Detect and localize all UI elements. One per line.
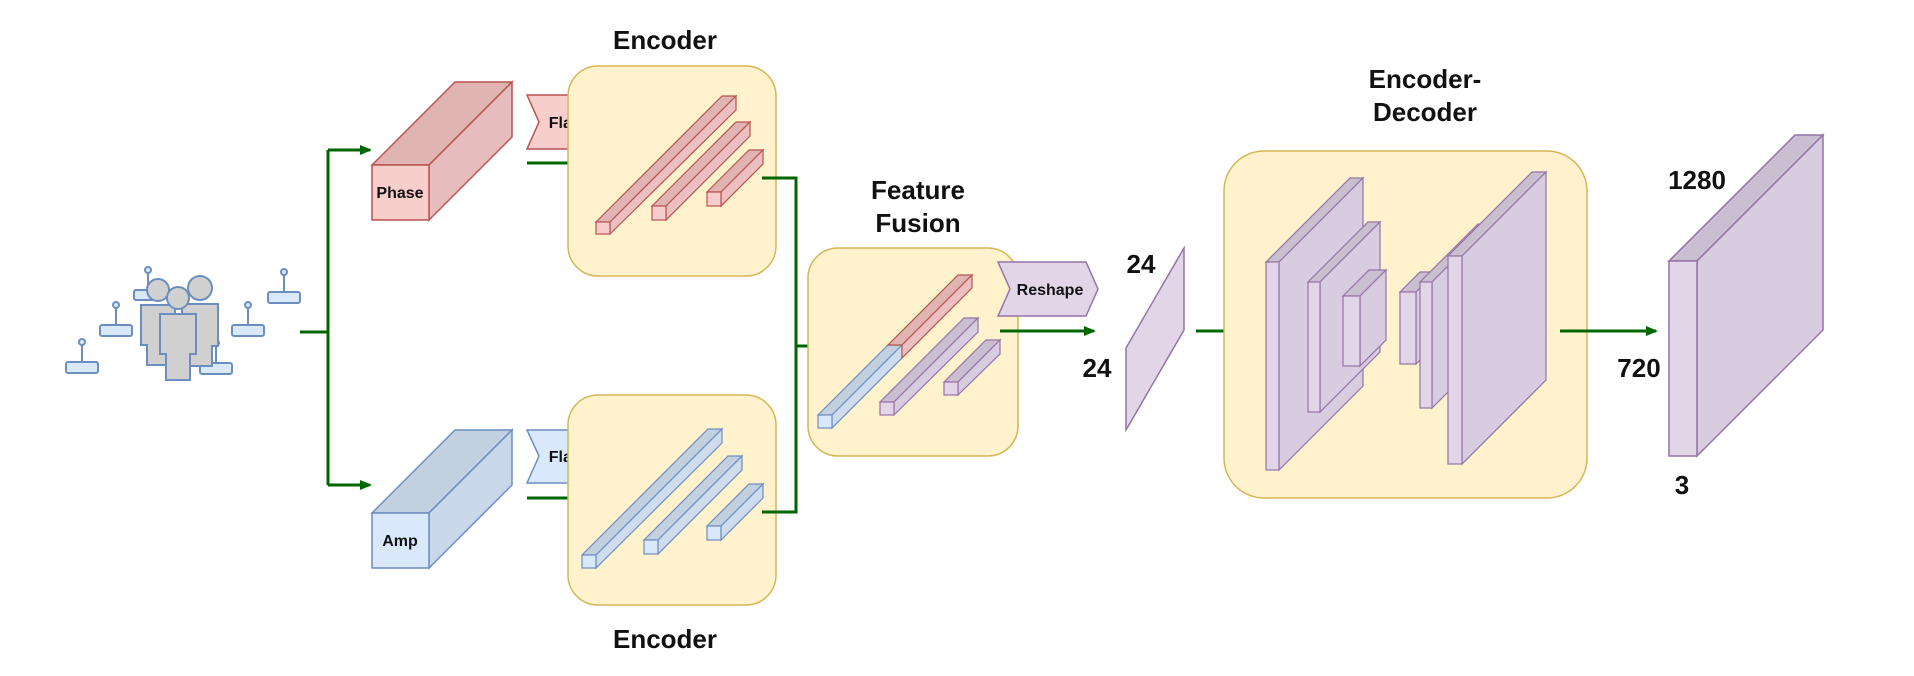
reshape-label: Reshape — [1017, 282, 1084, 299]
phase-feature-bars — [594, 94, 765, 236]
people-icon — [140, 275, 219, 381]
phase-cube — [370, 80, 514, 222]
encoder-title-top: Encoder — [613, 25, 717, 55]
encdec-title-line1: Encoder- — [1369, 64, 1482, 94]
fusion-title-line2: Fusion — [875, 208, 960, 238]
amp-label: Amp — [382, 533, 418, 550]
plane-height-label: 24 — [1127, 249, 1156, 279]
fusion-title-line1: Feature — [871, 175, 965, 205]
fused-feature-bars — [878, 316, 1002, 417]
concatenated-feature-bar — [816, 273, 974, 430]
output-image-cube — [1667, 133, 1825, 458]
encdec-title-line2: Decoder — [1373, 97, 1477, 127]
input-branch-arrows — [300, 145, 372, 490]
encoder-decoder-layers — [1264, 170, 1548, 472]
reshape-tag — [996, 261, 1099, 317]
amp-cube — [370, 428, 514, 570]
output-width-label: 1280 — [1668, 165, 1726, 195]
output-height-label: 720 — [1617, 353, 1660, 383]
phase-label: Phase — [376, 185, 423, 202]
wifi-sensing-input-icon — [65, 266, 301, 381]
encoder-title-bottom: Encoder — [613, 624, 717, 654]
amp-feature-bars — [580, 427, 765, 570]
reshaped-plane — [1125, 245, 1185, 433]
fusion-block — [807, 247, 1019, 457]
plane-width-label: 24 — [1083, 353, 1112, 383]
encoder-block-bottom — [567, 394, 777, 606]
output-channels-label: 3 — [1675, 470, 1689, 500]
